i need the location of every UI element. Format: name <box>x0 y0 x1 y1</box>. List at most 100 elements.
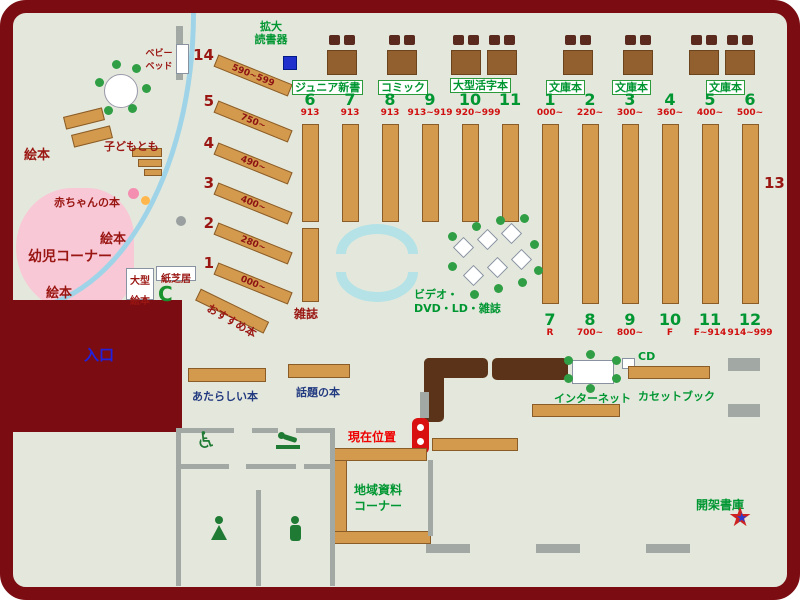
av-chair <box>448 232 457 241</box>
cassette-label: カセットブック <box>638 390 715 403</box>
restroom-wall <box>252 428 278 433</box>
kodomo-tomo-label: 子どもとも <box>104 140 159 153</box>
stack-number: 7 <box>544 310 556 329</box>
picture-books-label: 絵本 <box>46 286 73 301</box>
large-picture-books-label-line1: 大型 <box>130 276 150 287</box>
restroom-wall <box>296 428 334 433</box>
reading-table <box>722 30 758 75</box>
reading-table <box>448 30 484 75</box>
cassette-shelf <box>628 366 710 379</box>
current-location-label: 現在位置 <box>348 430 397 444</box>
entrance-label: 入口 <box>84 346 115 364</box>
bookstack-column <box>542 124 559 304</box>
internet-chair <box>586 384 595 393</box>
new-books-label: あたらしい本 <box>192 390 258 403</box>
restroom-wall <box>304 464 330 469</box>
kids-step <box>132 148 162 157</box>
category-large-print: 大型活字本 <box>450 78 511 93</box>
stack-range: 000~ <box>536 108 564 118</box>
av-chair <box>530 240 539 249</box>
shelf-number: 1 <box>203 254 214 272</box>
reading-table <box>484 30 520 75</box>
new-books-shelf <box>188 368 266 382</box>
bookstack-column <box>662 124 679 304</box>
large-picture-books-box: 大型 絵本 <box>126 268 154 307</box>
stack-range: 800~ <box>616 328 644 338</box>
stack-number: 11 <box>698 310 722 329</box>
av-chair <box>520 214 529 223</box>
category-junior-shinsho: ジュニア新書 <box>292 80 364 95</box>
magazine-shelf <box>302 228 319 302</box>
reading-table <box>620 30 656 75</box>
shelf-number: 5 <box>203 92 214 110</box>
stack-range: 300~ <box>616 108 644 118</box>
picture-books-label: 絵本 <box>100 232 127 247</box>
wall-segment <box>426 544 470 553</box>
category-comic: コミック <box>378 80 428 95</box>
regional-shelf-left <box>333 448 347 544</box>
internet-table <box>572 360 614 384</box>
picture-books-label: 絵本 <box>24 148 51 163</box>
bookstack-column <box>382 124 399 222</box>
stack-range: 360~ <box>656 108 684 118</box>
wall-segment <box>428 460 433 536</box>
internet-label: インターネット <box>554 392 631 405</box>
restroom-wall <box>256 490 261 586</box>
kids-step <box>144 169 162 176</box>
stack-range: 914~999 <box>727 328 773 338</box>
stack-range: 913 <box>300 108 320 118</box>
kids-round-table <box>104 74 138 108</box>
internet-chair <box>612 356 621 365</box>
shelf-number: 3 <box>203 174 214 192</box>
av-corner-label: ビデオ・ DVD・LD・雑誌 <box>414 288 501 315</box>
baby-bed-label-line2: ベッド <box>145 62 173 72</box>
category-bunko: 文庫本 <box>612 80 651 95</box>
stack-number: 8 <box>584 310 596 329</box>
kids-chair <box>132 64 141 73</box>
shelf-number: 4 <box>203 134 214 152</box>
regional-shelf-top <box>333 448 427 461</box>
bookstack-column <box>582 124 599 304</box>
internet-chair <box>586 350 595 359</box>
wall-segment <box>728 404 760 417</box>
stack-number: 9 <box>624 310 636 329</box>
baby-books-label: 赤ちゃんの本 <box>54 196 120 209</box>
large-picture-books-label-line2: 絵本 <box>130 296 150 307</box>
stack-range: R <box>546 328 554 338</box>
av-chair <box>448 262 457 271</box>
bookstack-column <box>462 124 479 222</box>
magnifier-reader-label: 拡大 読書器 <box>254 20 288 46</box>
kids-cushion-pink <box>128 188 139 199</box>
stack-number: 2 <box>584 90 596 109</box>
bookstack-column <box>742 124 759 304</box>
internet-chair <box>564 356 573 365</box>
baby-bed <box>176 44 189 74</box>
stack-number: 11 <box>498 90 522 109</box>
cd-label: CD <box>638 350 656 363</box>
stack-number: 7 <box>344 90 356 109</box>
curved-bench-icon: C <box>158 282 173 306</box>
magnifier-reader-device <box>283 56 297 70</box>
stack-number: 10 <box>658 310 682 329</box>
stack-range: 920~999 <box>455 108 501 118</box>
av-chair <box>496 216 505 225</box>
av-chair <box>534 266 543 275</box>
bookstack-column <box>502 124 519 222</box>
stack-range: 400~ <box>696 108 724 118</box>
baby-bed-label-line1: ベビー <box>145 49 173 59</box>
curved-bench <box>336 224 418 254</box>
regional-corner-label: 地域資料 コーナー <box>354 483 403 513</box>
stack-range: 700~ <box>576 328 604 338</box>
toddler-corner-label: 幼児コーナー <box>28 249 112 265</box>
kids-chair <box>104 106 113 115</box>
restroom-wall <box>246 464 296 469</box>
reading-table <box>384 30 420 75</box>
baby-changing-icon <box>276 432 300 450</box>
wheelchair-icon: ♿ <box>196 428 217 454</box>
kids-step <box>138 159 162 167</box>
stack-range: F~914 <box>693 328 727 338</box>
kids-chair <box>128 104 137 113</box>
internet-chair <box>612 374 621 383</box>
stack-number: 6 <box>304 90 316 109</box>
